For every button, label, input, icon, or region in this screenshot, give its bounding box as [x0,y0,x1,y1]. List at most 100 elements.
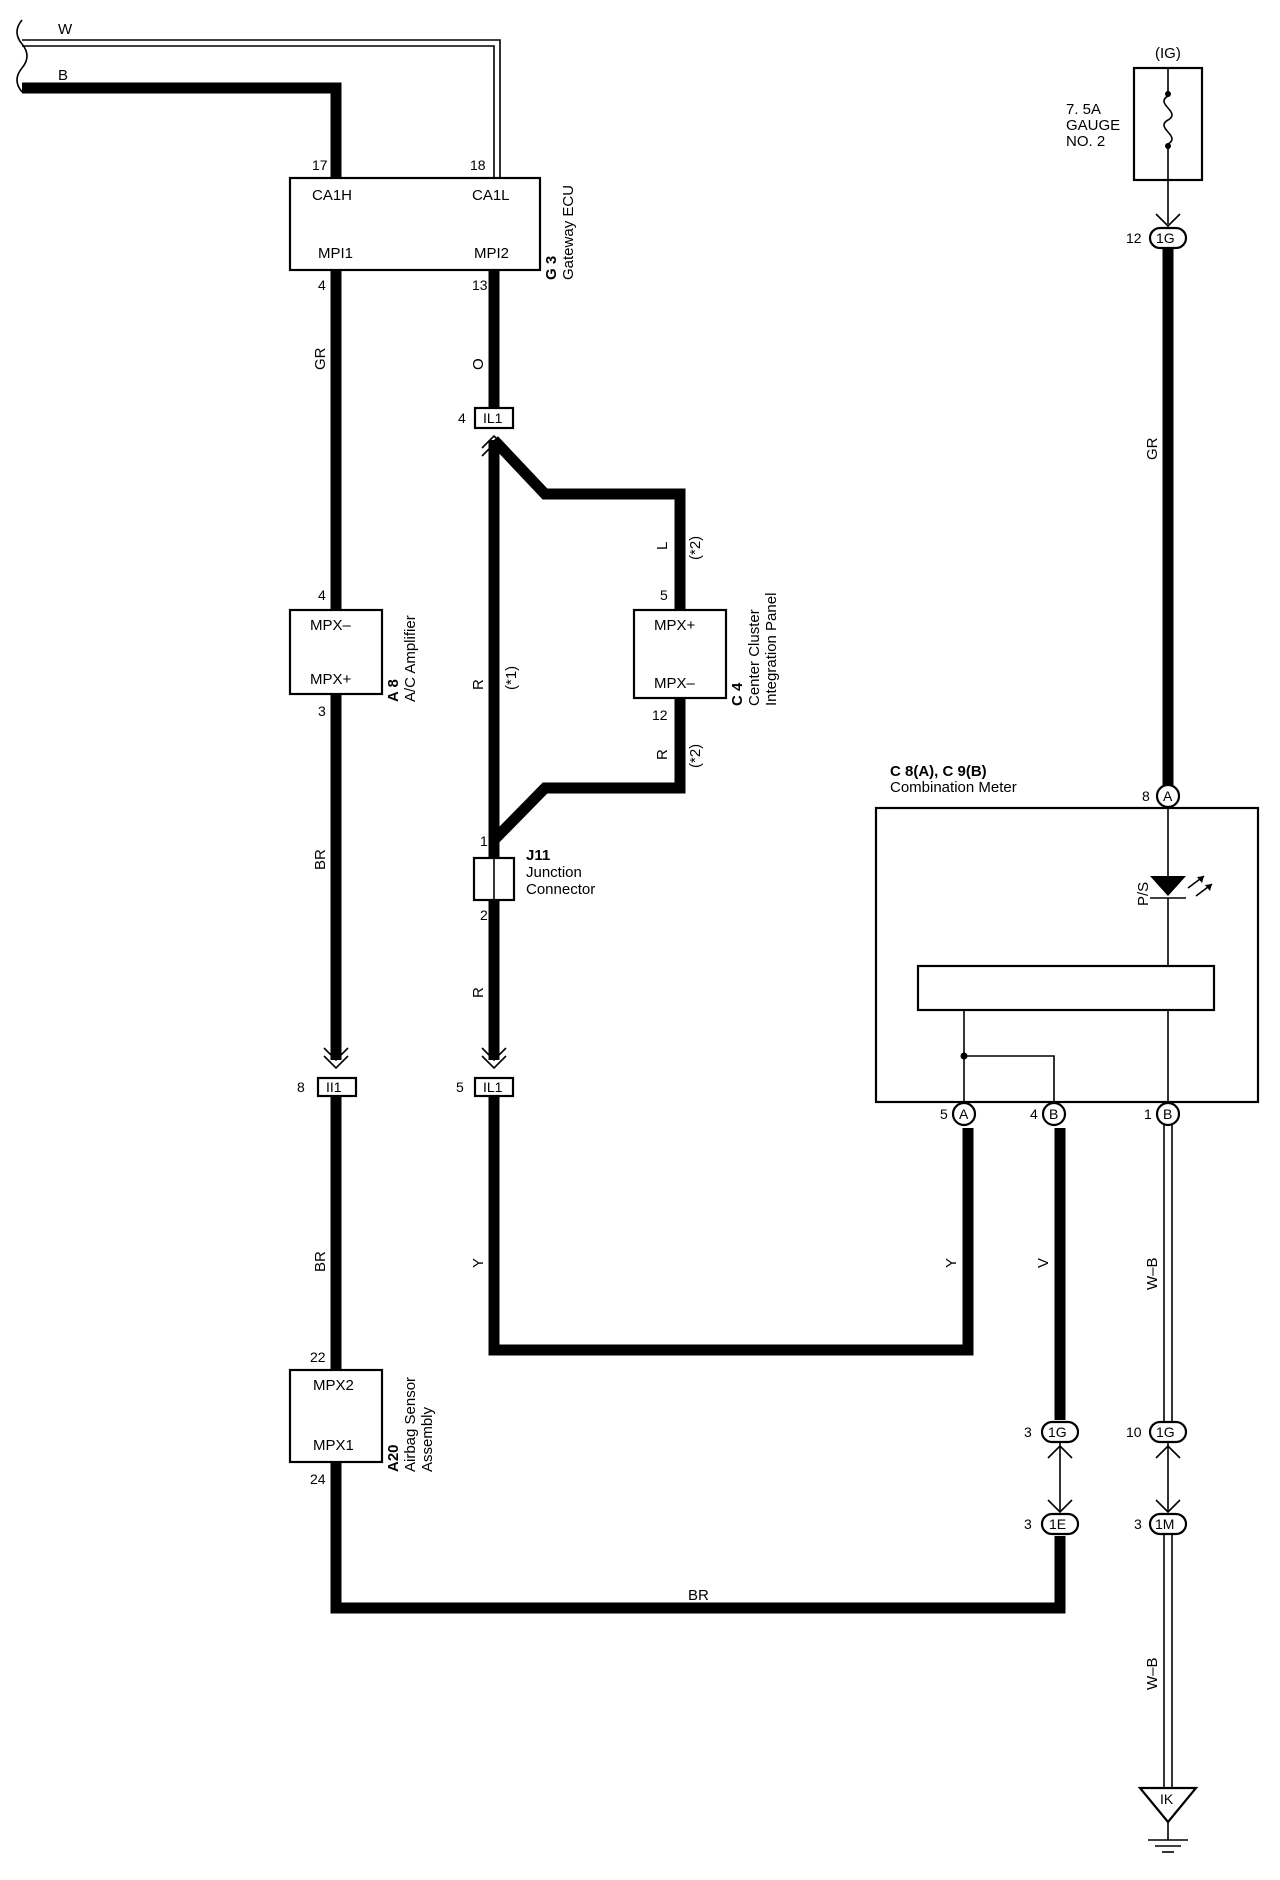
wire-break-mark [16,19,28,93]
connector-pin: 10 [1126,1424,1142,1440]
connector-label: 1G [1156,230,1175,246]
pin-number: 1 [480,833,488,849]
wire-label-gr-right: GR [1144,437,1161,460]
indicator-label-ps: P/S [1135,882,1152,906]
component-name-airbag-sensor: Airbag Sensor [402,1377,419,1472]
pin-number: 3 [318,703,326,719]
connector-pin: 3 [1024,1516,1032,1532]
component-name-assembly: Assembly [419,1406,436,1472]
pin-mpx1: MPX1 [313,1437,354,1454]
wire-label-br-upper: BR [312,849,329,870]
pin-number: 8 [1142,788,1150,804]
wire-label-w: W [58,21,73,38]
pin-number-17: 17 [312,157,328,173]
fuse-gauge-no2: (IG) 7. 5A GAUGE NO. 2 [1066,45,1204,182]
component-code-c4: C 4 [729,682,746,706]
ground-ik: IK [1137,1786,1199,1853]
connector-1m: 1M 3 [1134,1512,1188,1536]
pin-number: 4 [1030,1106,1038,1122]
meter-internal-module [916,964,1216,1012]
wire-label-wb-lower: W–B [1144,1657,1161,1690]
connector-il1-bottom: IL1 5 [456,1047,515,1098]
pin-number: 4 [318,587,326,603]
component-name-center-cluster: Center Cluster [746,609,763,706]
wire-label-o: O [470,358,487,370]
wire-label-star1: (*1) [503,666,520,690]
meter-pin-b4: B 4 [1030,1101,1067,1127]
connector-label: II1 [326,1079,342,1095]
connector-label: 1G [1048,1424,1067,1440]
pin-number-13: 13 [472,277,488,293]
pin-number: 5 [660,587,668,603]
pin-number: 2 [480,907,488,923]
pin-letter: B [1049,1106,1058,1122]
component-code-g3: G 3 [543,256,560,280]
connector-pin: 12 [1126,230,1142,246]
component-name-gateway-ecu: Gateway ECU [560,185,577,280]
component-name-combination-meter: Combination Meter [890,779,1017,796]
component-name-ac-amplifier: A/C Amplifier [402,615,419,702]
wire-b [22,82,342,178]
pin-letter: A [1163,788,1173,804]
connector-1e: 1E 3 [1024,1512,1080,1536]
meter-pin-a5: A 5 [940,1101,977,1127]
connector-label: IL1 [483,1079,503,1095]
ac-amplifier: MPX– MPX+ 4 3 A 8 A/C Amplifier [288,587,419,719]
wire-label-r-main: R [470,679,487,690]
fuse-source: (IG) [1155,45,1181,62]
wire-label-b: B [58,67,68,84]
connector-label: IL1 [483,410,503,426]
wire-r-right [490,698,686,844]
component-code-c8-c9: C 8(A), C 9(B) [890,763,987,780]
wire-y [488,1096,974,1356]
ps-indicator-led-icon [1150,876,1186,896]
pin-mpx-plus: MPX+ [654,617,696,634]
pin-mpx-minus: MPX– [654,675,696,692]
component-code-j11: J11 [526,847,550,864]
connector-pin: 4 [458,410,466,426]
component-name-junction: Junction [526,864,582,881]
component-code-a20: A20 [385,1444,402,1472]
gateway-ecu: CA1H CA1L MPI1 MPI2 17 18 4 13 G 3 Gatew… [288,157,577,293]
connector-label: 1E [1049,1516,1066,1532]
pin-number-18: 18 [470,157,486,173]
connector-pin: 3 [1024,1424,1032,1440]
pin-letter: B [1163,1106,1172,1122]
component-name-integration-panel: Integration Panel [763,593,780,706]
pin-number-4: 4 [318,277,326,293]
connector-1g-wb: 1G 10 [1126,1420,1188,1444]
fuse-name: GAUGE [1066,117,1120,134]
wire-l [490,436,686,610]
wire-label-wb-upper: W–B [1144,1257,1161,1290]
fuse-rating: 7. 5A [1066,101,1101,118]
connector-pin: 5 [456,1079,464,1095]
wire-label-r-lower: R [470,987,487,998]
wire-label-v: V [1035,1258,1052,1268]
wire-label-gr-left: GR [312,347,329,370]
pin-number: 1 [1144,1106,1152,1122]
pin-number: 12 [652,707,668,723]
junction-connector-j11: 1 2 J11 Junction Connector [472,833,595,923]
pin-ca1h: CA1H [312,187,352,204]
ground-label: IK [1160,1791,1174,1807]
wire-label-r-right: R [654,749,671,760]
connector-pin: 8 [297,1079,305,1095]
pin-letter: A [959,1106,969,1122]
connector-il1-top: IL1 4 [458,406,515,457]
pin-ca1l: CA1L [472,187,510,204]
wire-wb-lower [1163,1534,1173,1788]
wire-label-l: L [654,542,671,550]
component-name-connector: Connector [526,881,595,898]
pin-mpx-minus: MPX– [310,617,352,634]
wire-label-br-lower: BR [312,1251,329,1272]
pin-number: 5 [940,1106,948,1122]
wire-label-star2-lower: (*2) [687,744,704,768]
combination-meter: C 8(A), C 9(B) Combination Meter A 8 P/S [874,763,1260,1104]
pin-mpx2: MPX2 [313,1377,354,1394]
wire-wb-upper [1163,1125,1173,1422]
wire-label-br-bottom: BR [688,1587,709,1604]
wire-label-y-left: Y [470,1258,487,1268]
wire-label-star2-upper: (*2) [687,536,704,560]
center-cluster-integration-panel: MPX+ MPX– 5 12 C 4 Center Cluster Integr… [632,587,780,723]
